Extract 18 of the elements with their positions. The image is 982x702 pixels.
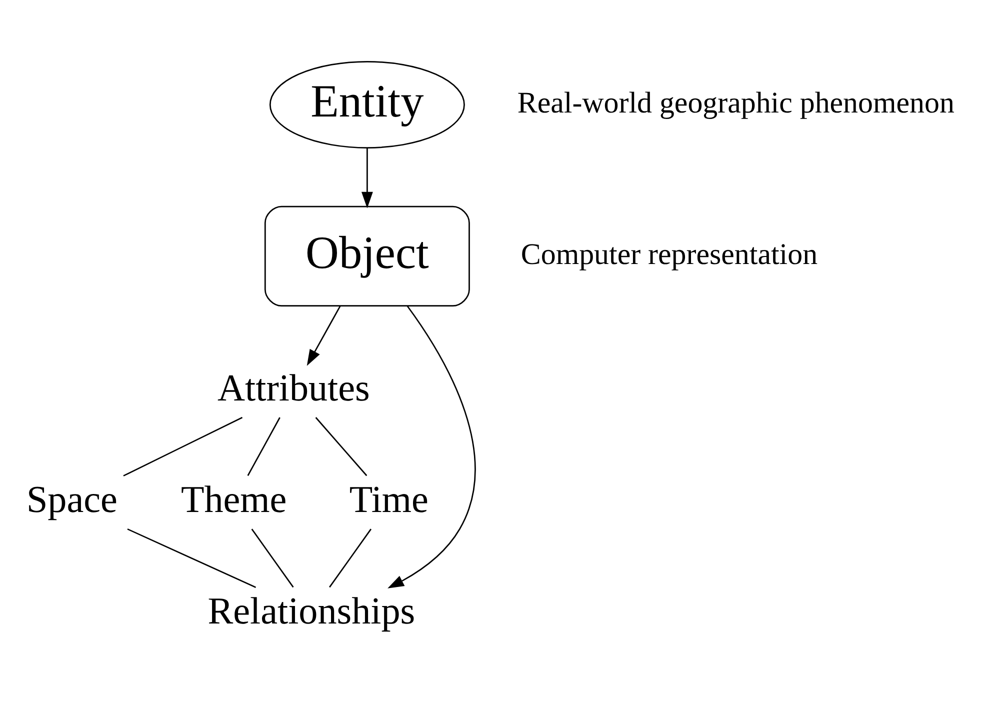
node-text: Relationships [208,590,416,632]
connector [251,528,294,588]
node-text: Theme [180,478,287,521]
connector [315,417,368,476]
node-text: Space [26,478,118,521]
node-label: Real-world geographic phenomenon [517,86,954,120]
connector [247,417,280,476]
arrow [388,306,476,588]
node-text: Attributes [218,367,370,410]
node-ellipse: Entity [269,61,465,148]
connector [329,528,372,588]
arrow [306,306,341,366]
node-box: Object [264,206,470,307]
arrow [361,148,373,208]
connector [123,416,243,476]
node-text: Time [349,478,428,521]
node-label: Computer representation [520,238,818,271]
connector [127,528,256,588]
